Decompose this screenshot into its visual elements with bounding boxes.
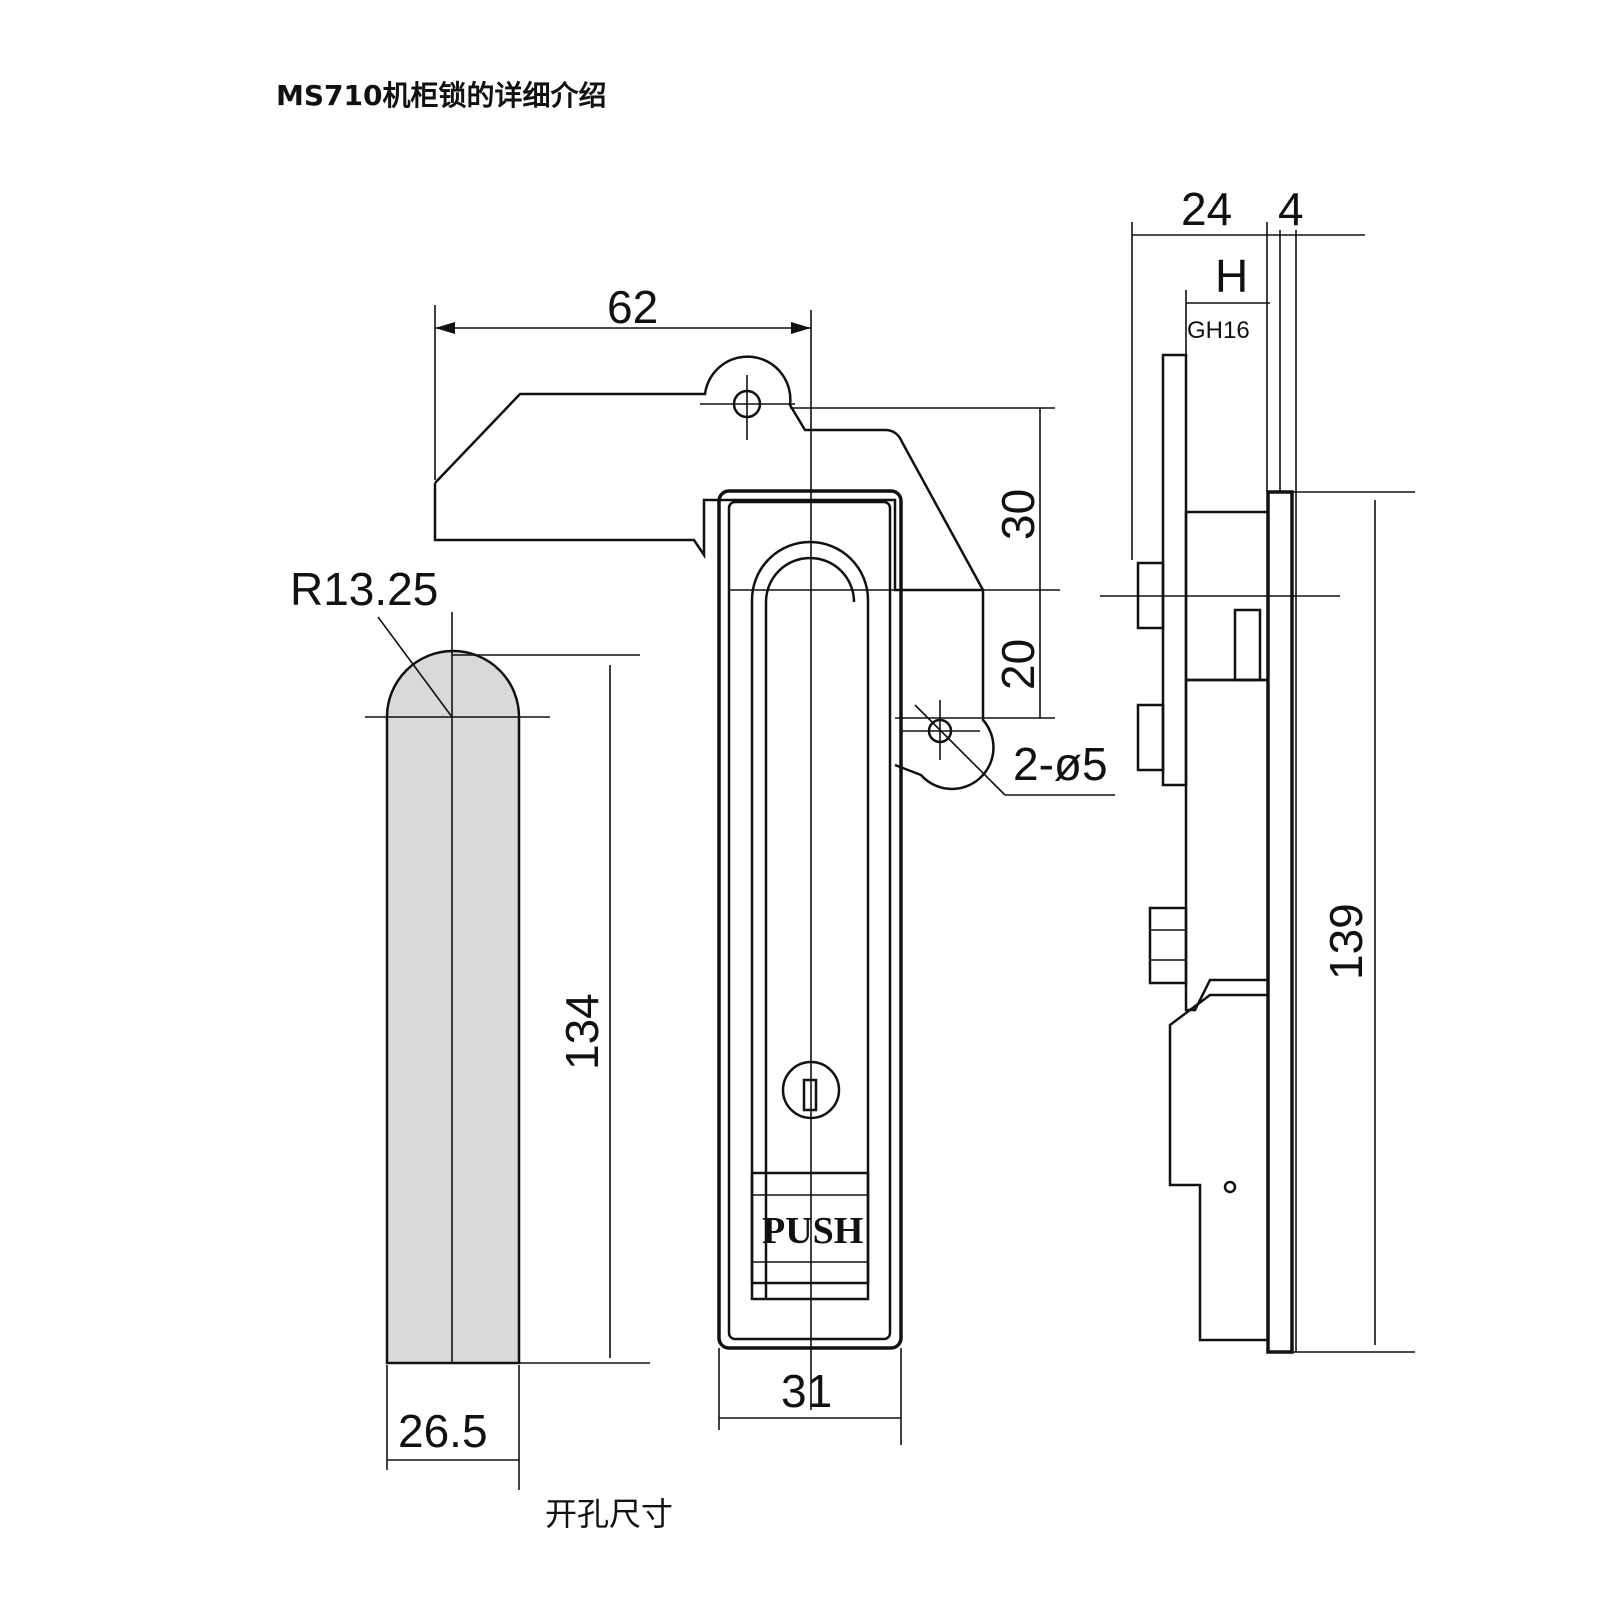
handle-length-label: 62	[607, 281, 658, 333]
lock-side-view	[1100, 222, 1415, 1354]
h-label: H	[1215, 250, 1248, 302]
cutout-radius-label: R13.25	[290, 563, 438, 615]
model-label: GH16	[1187, 317, 1250, 344]
cutout-height-label: 134	[556, 993, 608, 1070]
depth-label: 24	[1181, 183, 1232, 235]
cutout-caption: 开孔尺寸	[545, 1495, 673, 1533]
push-label: PUSH	[762, 1210, 863, 1252]
lock-front-view	[433, 305, 1115, 1445]
mounting-holes-label: 2-ø5	[1013, 738, 1108, 790]
dimension-30-label: 30	[992, 489, 1044, 540]
overall-height-label: 139	[1320, 903, 1372, 980]
page-title: MS710机柜锁的详细介绍	[276, 79, 607, 112]
cutout-width-label: 26.5	[398, 1405, 488, 1457]
dimension-20-label: 20	[992, 639, 1044, 690]
body-width-label: 31	[781, 1365, 832, 1417]
thickness-label: 4	[1278, 183, 1304, 235]
panel-cutout	[365, 612, 650, 1490]
